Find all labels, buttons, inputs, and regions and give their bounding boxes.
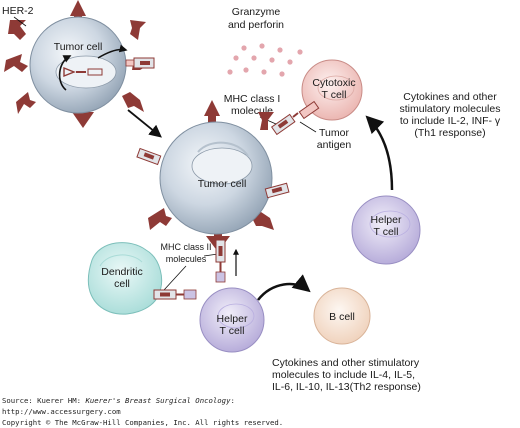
helper-t-cell-right-label-line1: Helper: [371, 214, 402, 226]
th1-text-line3: to include IL-2, INF- γ: [400, 115, 501, 127]
dendritic-cell-label-line2: cell: [114, 278, 130, 290]
source-book-title: Kuerer's Breast Surgical Oncology: [85, 396, 231, 405]
mhc-class-ii-horizontal: [153, 289, 197, 300]
source-suffix: :: [230, 396, 235, 405]
helper-t-cell-right-label-line2: T cell: [374, 226, 399, 238]
mhc-class-ii-pointer-1: [163, 265, 187, 291]
helper-t-cell-right: [351, 195, 421, 265]
granzyme-label-line2: and perforin: [228, 19, 284, 31]
mhc-class-i-label-line1: MHC class I: [224, 93, 281, 105]
b-cell-label: B cell: [329, 311, 355, 323]
helper-t-cell-bottom: [199, 287, 265, 353]
tumor-antigen-pointer: [299, 121, 317, 133]
mhc-class-ii-label-line2: molecules: [166, 254, 207, 264]
surface-antigen-receptors: [136, 147, 290, 199]
th2-text-line3: IL-6, IL-10, IL-13(Th2 response): [272, 381, 421, 393]
source-citation: Source: Kuerer HM: Kuerer's Breast Surgi…: [2, 395, 283, 428]
source-url[interactable]: http://www.accessurgery.com: [2, 407, 121, 416]
small-tumor-cell-label: Tumor cell: [54, 41, 103, 53]
dendritic-cell-label-line1: Dendritic: [101, 266, 142, 278]
b-cell: [313, 287, 371, 345]
granzyme-label-line1: Granzyme: [232, 6, 281, 18]
her2-label: HER-2: [2, 5, 34, 17]
source-prefix: Source: Kuerer HM:: [2, 396, 86, 405]
copyright-line: Copyright © The McGraw-Hill Companies, I…: [2, 418, 284, 427]
tumor-antigen-label-line2: antigen: [317, 139, 352, 151]
granzyme-granules: [227, 43, 303, 77]
mhc-class-ii-vertical: [215, 239, 226, 283]
th1-text-line4: (Th1 response): [414, 127, 485, 139]
helper-t-cell-bottom-label-line1: Helper: [217, 313, 248, 325]
tumor-antigen-label-line1: Tumor: [319, 127, 349, 139]
cytotoxic-t-cell-label-line1: Cytotoxic: [312, 77, 355, 89]
cytotoxic-t-cell-label-line2: T cell: [322, 89, 347, 101]
her2-pointer: [13, 16, 27, 27]
mhc-class-i-complex: [270, 100, 320, 136]
small-tumor-cell: [4, 0, 155, 128]
large-tumor-cell-label: Tumor cell: [198, 178, 247, 190]
large-tumor-cell: [136, 100, 290, 252]
th1-text-line1: Cytokines and other: [403, 91, 497, 103]
th1-text-line2: stimulatory molecules: [400, 103, 501, 115]
arrow-small-to-large-tumor: [127, 109, 162, 138]
arrow-helper-to-b-cell: [257, 274, 311, 301]
th2-text-line2: molecules to include IL-4, IL-5,: [272, 369, 415, 381]
mhc-class-ii-label-line1: MHC class II: [160, 242, 211, 252]
helper-t-cell-bottom-label-line2: T cell: [220, 325, 245, 337]
arrow-helper-to-cytotoxic: [365, 115, 394, 191]
source-line: Source: Kuerer HM: Kuerer's Breast Surgi…: [2, 395, 283, 406]
th2-text-line1: Cytokines and other stimulatory: [272, 357, 420, 369]
